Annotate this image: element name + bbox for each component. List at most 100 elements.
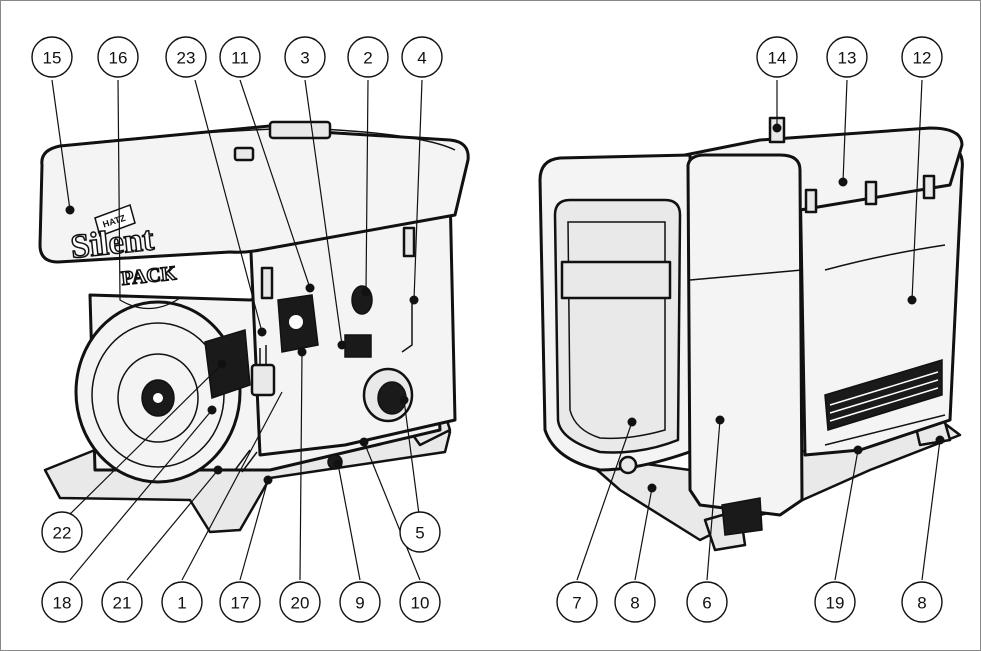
lid-latch-a xyxy=(804,188,818,214)
svg-text:23: 23 xyxy=(177,49,196,68)
hood-lid xyxy=(268,120,332,140)
svg-text:10: 10 xyxy=(411,594,430,613)
leader-8b xyxy=(921,439,941,581)
service-cover-panel xyxy=(567,221,666,440)
leader-3 xyxy=(304,79,343,346)
air-duct xyxy=(686,153,804,517)
leader-23 xyxy=(194,79,263,333)
callouts: 15 16 23 11 3 2 4 22 5 18 21 1 17 20 9 1… xyxy=(31,36,943,623)
leader-2 xyxy=(365,79,369,293)
svg-text:13: 13 xyxy=(838,49,857,68)
leader-9 xyxy=(337,463,361,581)
svg-text:3: 3 xyxy=(300,49,309,68)
grille-slats xyxy=(829,371,939,422)
svg-text:11: 11 xyxy=(231,49,249,68)
leader-11 xyxy=(239,79,311,289)
svg-text:8: 8 xyxy=(917,594,926,613)
callout-3: 3 xyxy=(284,36,326,78)
svg-text:6: 6 xyxy=(702,594,711,613)
air-duct-seam xyxy=(689,269,803,281)
dot-23 xyxy=(257,327,267,337)
dot-10 xyxy=(359,437,369,447)
leader-13 xyxy=(842,79,848,183)
hood-latch-right xyxy=(402,226,416,258)
svg-text:2: 2 xyxy=(363,49,372,68)
svg-text:7: 7 xyxy=(572,594,581,613)
callout-1: 1 xyxy=(161,581,203,623)
svg-text:20: 20 xyxy=(291,594,310,613)
leader-16 xyxy=(117,79,181,310)
dot-6 xyxy=(715,415,725,425)
callout-23: 23 xyxy=(165,36,207,78)
leader-8a xyxy=(634,487,653,581)
leader-17 xyxy=(239,479,269,581)
service-cover-frame xyxy=(553,198,682,454)
callout-16: 16 xyxy=(97,36,139,78)
flywheel-center xyxy=(153,393,163,403)
silent-pack-hood xyxy=(38,123,470,264)
callout-6: 6 xyxy=(686,581,728,623)
dot-7 xyxy=(627,417,637,427)
leader-20 xyxy=(299,351,303,581)
leader-7 xyxy=(576,421,633,581)
callout-17: 17 xyxy=(219,581,261,623)
dot-19 xyxy=(853,445,863,455)
callout-22: 22 xyxy=(41,511,83,553)
callout-12: 12 xyxy=(901,36,943,78)
drain-valve xyxy=(618,455,638,475)
leader-21 xyxy=(126,469,219,581)
callout-14: 14 xyxy=(756,36,798,78)
dot-14 xyxy=(772,123,782,133)
leader-18 xyxy=(69,409,213,581)
leader-19 xyxy=(834,449,859,581)
callout-5: 5 xyxy=(399,511,441,553)
svg-text:14: 14 xyxy=(768,49,787,68)
svg-text:16: 16 xyxy=(109,49,128,68)
lid-latch-c xyxy=(922,174,936,200)
svg-text:21: 21 xyxy=(113,594,132,613)
dot-12 xyxy=(907,295,917,305)
cover-window xyxy=(560,260,672,300)
svg-text:22: 22 xyxy=(53,524,72,543)
dot-15 xyxy=(65,205,75,215)
dot-3 xyxy=(337,340,347,350)
dot-5 xyxy=(399,395,409,405)
callout-8-right: 8 xyxy=(901,581,943,623)
sensor-lead xyxy=(259,345,267,365)
leader-4 xyxy=(413,79,423,301)
callout-8-left: 8 xyxy=(614,581,656,623)
dot-8b xyxy=(935,435,945,445)
svg-text:5: 5 xyxy=(415,524,424,543)
dot-13 xyxy=(838,177,848,187)
hood-cap xyxy=(233,146,255,162)
flywheel-hub-ring xyxy=(117,353,199,443)
svg-text:1: 1 xyxy=(177,594,186,613)
callout-2: 2 xyxy=(347,36,389,78)
dot-2 xyxy=(361,287,371,297)
dot-18 xyxy=(207,405,217,415)
control-knob xyxy=(289,315,303,329)
svg-text:8: 8 xyxy=(630,594,639,613)
callout-18: 18 xyxy=(41,581,83,623)
svg-text:19: 19 xyxy=(826,594,845,613)
svg-text:9: 9 xyxy=(355,594,364,613)
callout-19: 19 xyxy=(814,581,856,623)
svg-text:15: 15 xyxy=(43,49,62,68)
leader-1 xyxy=(181,391,283,581)
leader-15 xyxy=(51,79,71,211)
dot-17 xyxy=(263,475,273,485)
callout-21: 21 xyxy=(101,581,143,623)
leader-10 xyxy=(363,441,421,581)
callout-7: 7 xyxy=(556,581,598,623)
callout-11: 11 xyxy=(219,36,261,78)
flywheel-rim xyxy=(91,322,225,468)
dot-8a xyxy=(647,483,657,493)
callout-9: 9 xyxy=(339,581,381,623)
hatz-logo-badge xyxy=(94,204,136,237)
callout-20: 20 xyxy=(279,581,321,623)
engine-rear-view xyxy=(538,116,964,552)
callout-4: 4 xyxy=(401,36,443,78)
right-body-seams xyxy=(824,244,946,446)
callout-13: 13 xyxy=(826,36,868,78)
